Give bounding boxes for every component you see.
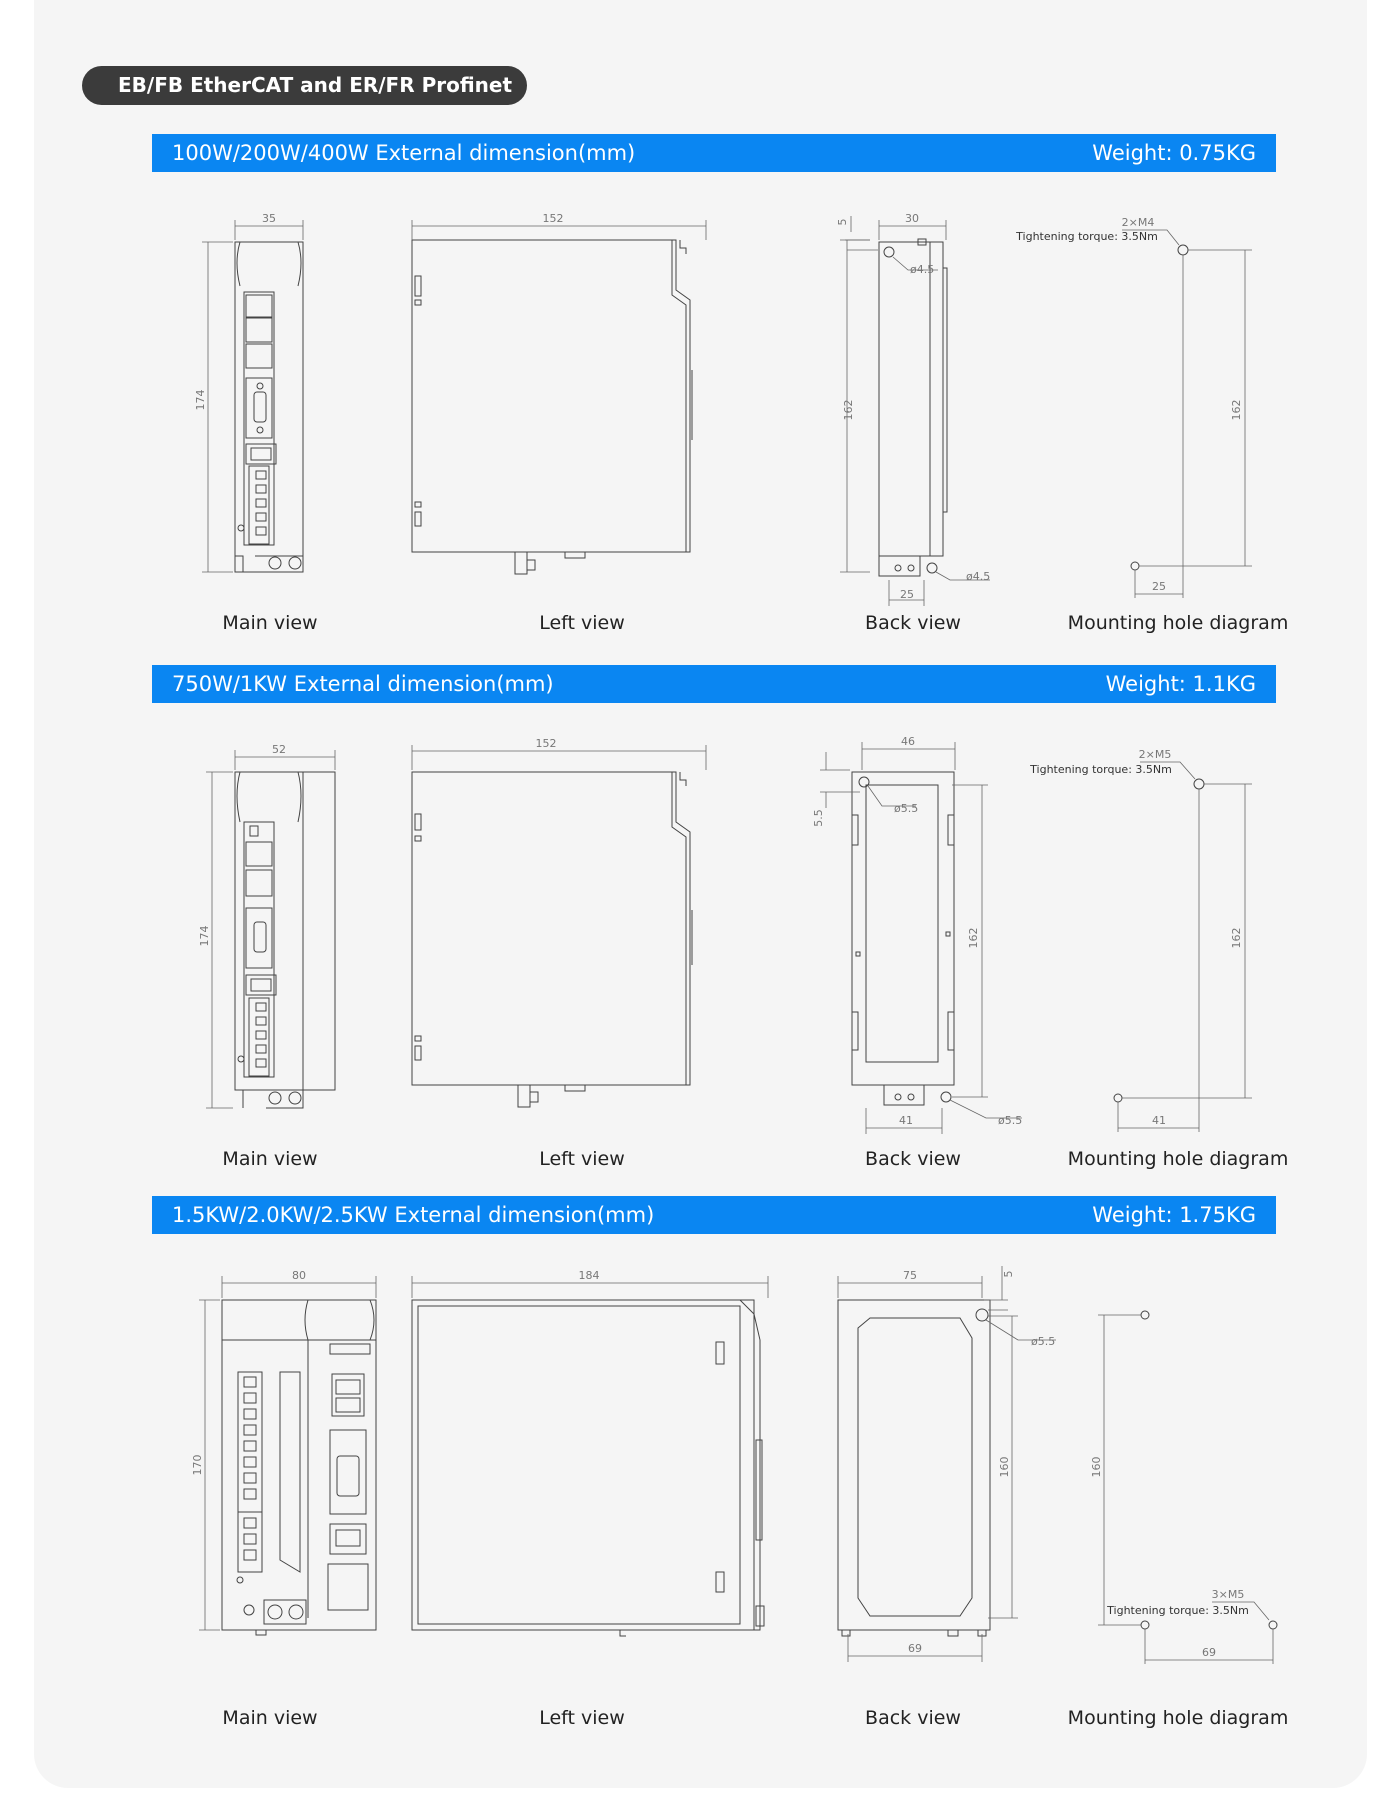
s2-left-view (411, 745, 707, 1108)
s3-back-hole: ø5.5 (1031, 1335, 1055, 1348)
s2-mount-width: 41 (1152, 1114, 1166, 1127)
s1-back-top: 5 (836, 219, 849, 226)
s2-mount-screw: 2×M5 (1139, 748, 1172, 761)
section-2-weight: Weight: 1.1KG (1105, 672, 1256, 696)
section-3-title: 1.5KW/2.0KW/2.5KW External dimension(mm) (172, 1203, 655, 1227)
s2-main-width: 52 (272, 743, 286, 756)
s3-left-width: 184 (579, 1269, 600, 1282)
s1-main-view (202, 220, 304, 573)
s2-main-height: 174 (198, 926, 211, 947)
s3-mount-height: 160 (1090, 1457, 1103, 1478)
s3-back-width: 75 (903, 1269, 917, 1282)
s1-back-view (840, 216, 990, 606)
s1-left-width: 152 (543, 212, 564, 225)
s2-mounting-hole-diagram (1113, 761, 1252, 1132)
s1-back-hole: ø4.5 (910, 263, 934, 276)
s2-back-hole-2: ø5.5 (998, 1114, 1022, 1127)
section-3-weight: Weight: 1.75KG (1092, 1203, 1256, 1227)
s3-mounting-hole-diagram (1098, 1310, 1278, 1664)
s1-caption-mounting-hole: Mounting hole diagram (1067, 612, 1289, 634)
section-1-title: 100W/200W/400W External dimension(mm) (172, 141, 636, 165)
s1-mount-screw: 2×M4 (1122, 216, 1155, 229)
s1-back-height: 162 (842, 400, 855, 421)
s1-back-bottom: 25 (900, 588, 914, 601)
s2-back-height: 162 (967, 928, 980, 949)
s1-left-view (411, 220, 707, 575)
s1-mount-torque: Tightening torque: 3.5Nm (1015, 230, 1158, 243)
s1-main-height: 174 (194, 390, 207, 411)
s2-back-view (820, 742, 1022, 1134)
s3-mount-width: 69 (1202, 1646, 1216, 1659)
s3-caption-main-view: Main view (222, 1707, 318, 1729)
s3-mount-screw: 3×M5 (1212, 1588, 1245, 1601)
s2-main-view (206, 750, 336, 1109)
s1-main-width: 35 (262, 212, 276, 225)
s1-mount-height: 162 (1230, 400, 1243, 421)
s2-back-width: 46 (901, 735, 915, 748)
s3-caption-left-view: Left view (539, 1707, 625, 1729)
s3-left-view (411, 1276, 769, 1637)
s3-main-view (199, 1276, 377, 1636)
s2-caption-main-view: Main view (222, 1148, 318, 1170)
series-tag: EB/FB EtherCAT and ER/FR Profinet (82, 66, 527, 105)
s3-mount-torque: Tightening torque: 3.5Nm (1106, 1604, 1249, 1617)
s1-mounting-hole-diagram (1122, 229, 1252, 598)
s2-back-top: 5.5 (812, 809, 825, 827)
s3-back-view (837, 1266, 1056, 1662)
section-1-header: 100W/200W/400W External dimension(mm) We… (152, 134, 1276, 172)
s3-main-height: 170 (191, 1455, 204, 1476)
s2-caption-mounting-hole: Mounting hole diagram (1067, 1148, 1289, 1170)
s3-caption-mounting-hole: Mounting hole diagram (1067, 1707, 1289, 1729)
s3-back-bottom: 69 (908, 1642, 922, 1655)
s2-back-bottom: 41 (899, 1114, 913, 1127)
s2-caption-back-view: Back view (865, 1148, 961, 1170)
s1-caption-main-view: Main view (222, 612, 318, 634)
s1-back-hole-2: ø4.5 (966, 570, 990, 583)
s1-back-width: 30 (905, 212, 919, 225)
s2-back-hole: ø5.5 (894, 802, 918, 815)
section-3-header: 1.5KW/2.0KW/2.5KW External dimension(mm)… (152, 1196, 1276, 1234)
s3-back-top: 5 (1002, 1271, 1015, 1278)
s2-mount-height: 162 (1230, 928, 1243, 949)
s2-caption-left-view: Left view (539, 1148, 625, 1170)
section-1-weight: Weight: 0.75KG (1092, 141, 1256, 165)
section-2-title: 750W/1KW External dimension(mm) (172, 672, 554, 696)
s1-caption-left-view: Left view (539, 612, 625, 634)
s2-left-width: 152 (536, 737, 557, 750)
s1-caption-back-view: Back view (865, 612, 961, 634)
s2-mount-torque: Tightening torque: 3.5Nm (1029, 763, 1172, 776)
s1-mount-width: 25 (1152, 580, 1166, 593)
s3-back-height: 160 (998, 1457, 1011, 1478)
s3-main-width: 80 (292, 1269, 306, 1282)
s3-caption-back-view: Back view (865, 1707, 961, 1729)
section-2-header: 750W/1KW External dimension(mm) Weight: … (152, 665, 1276, 703)
